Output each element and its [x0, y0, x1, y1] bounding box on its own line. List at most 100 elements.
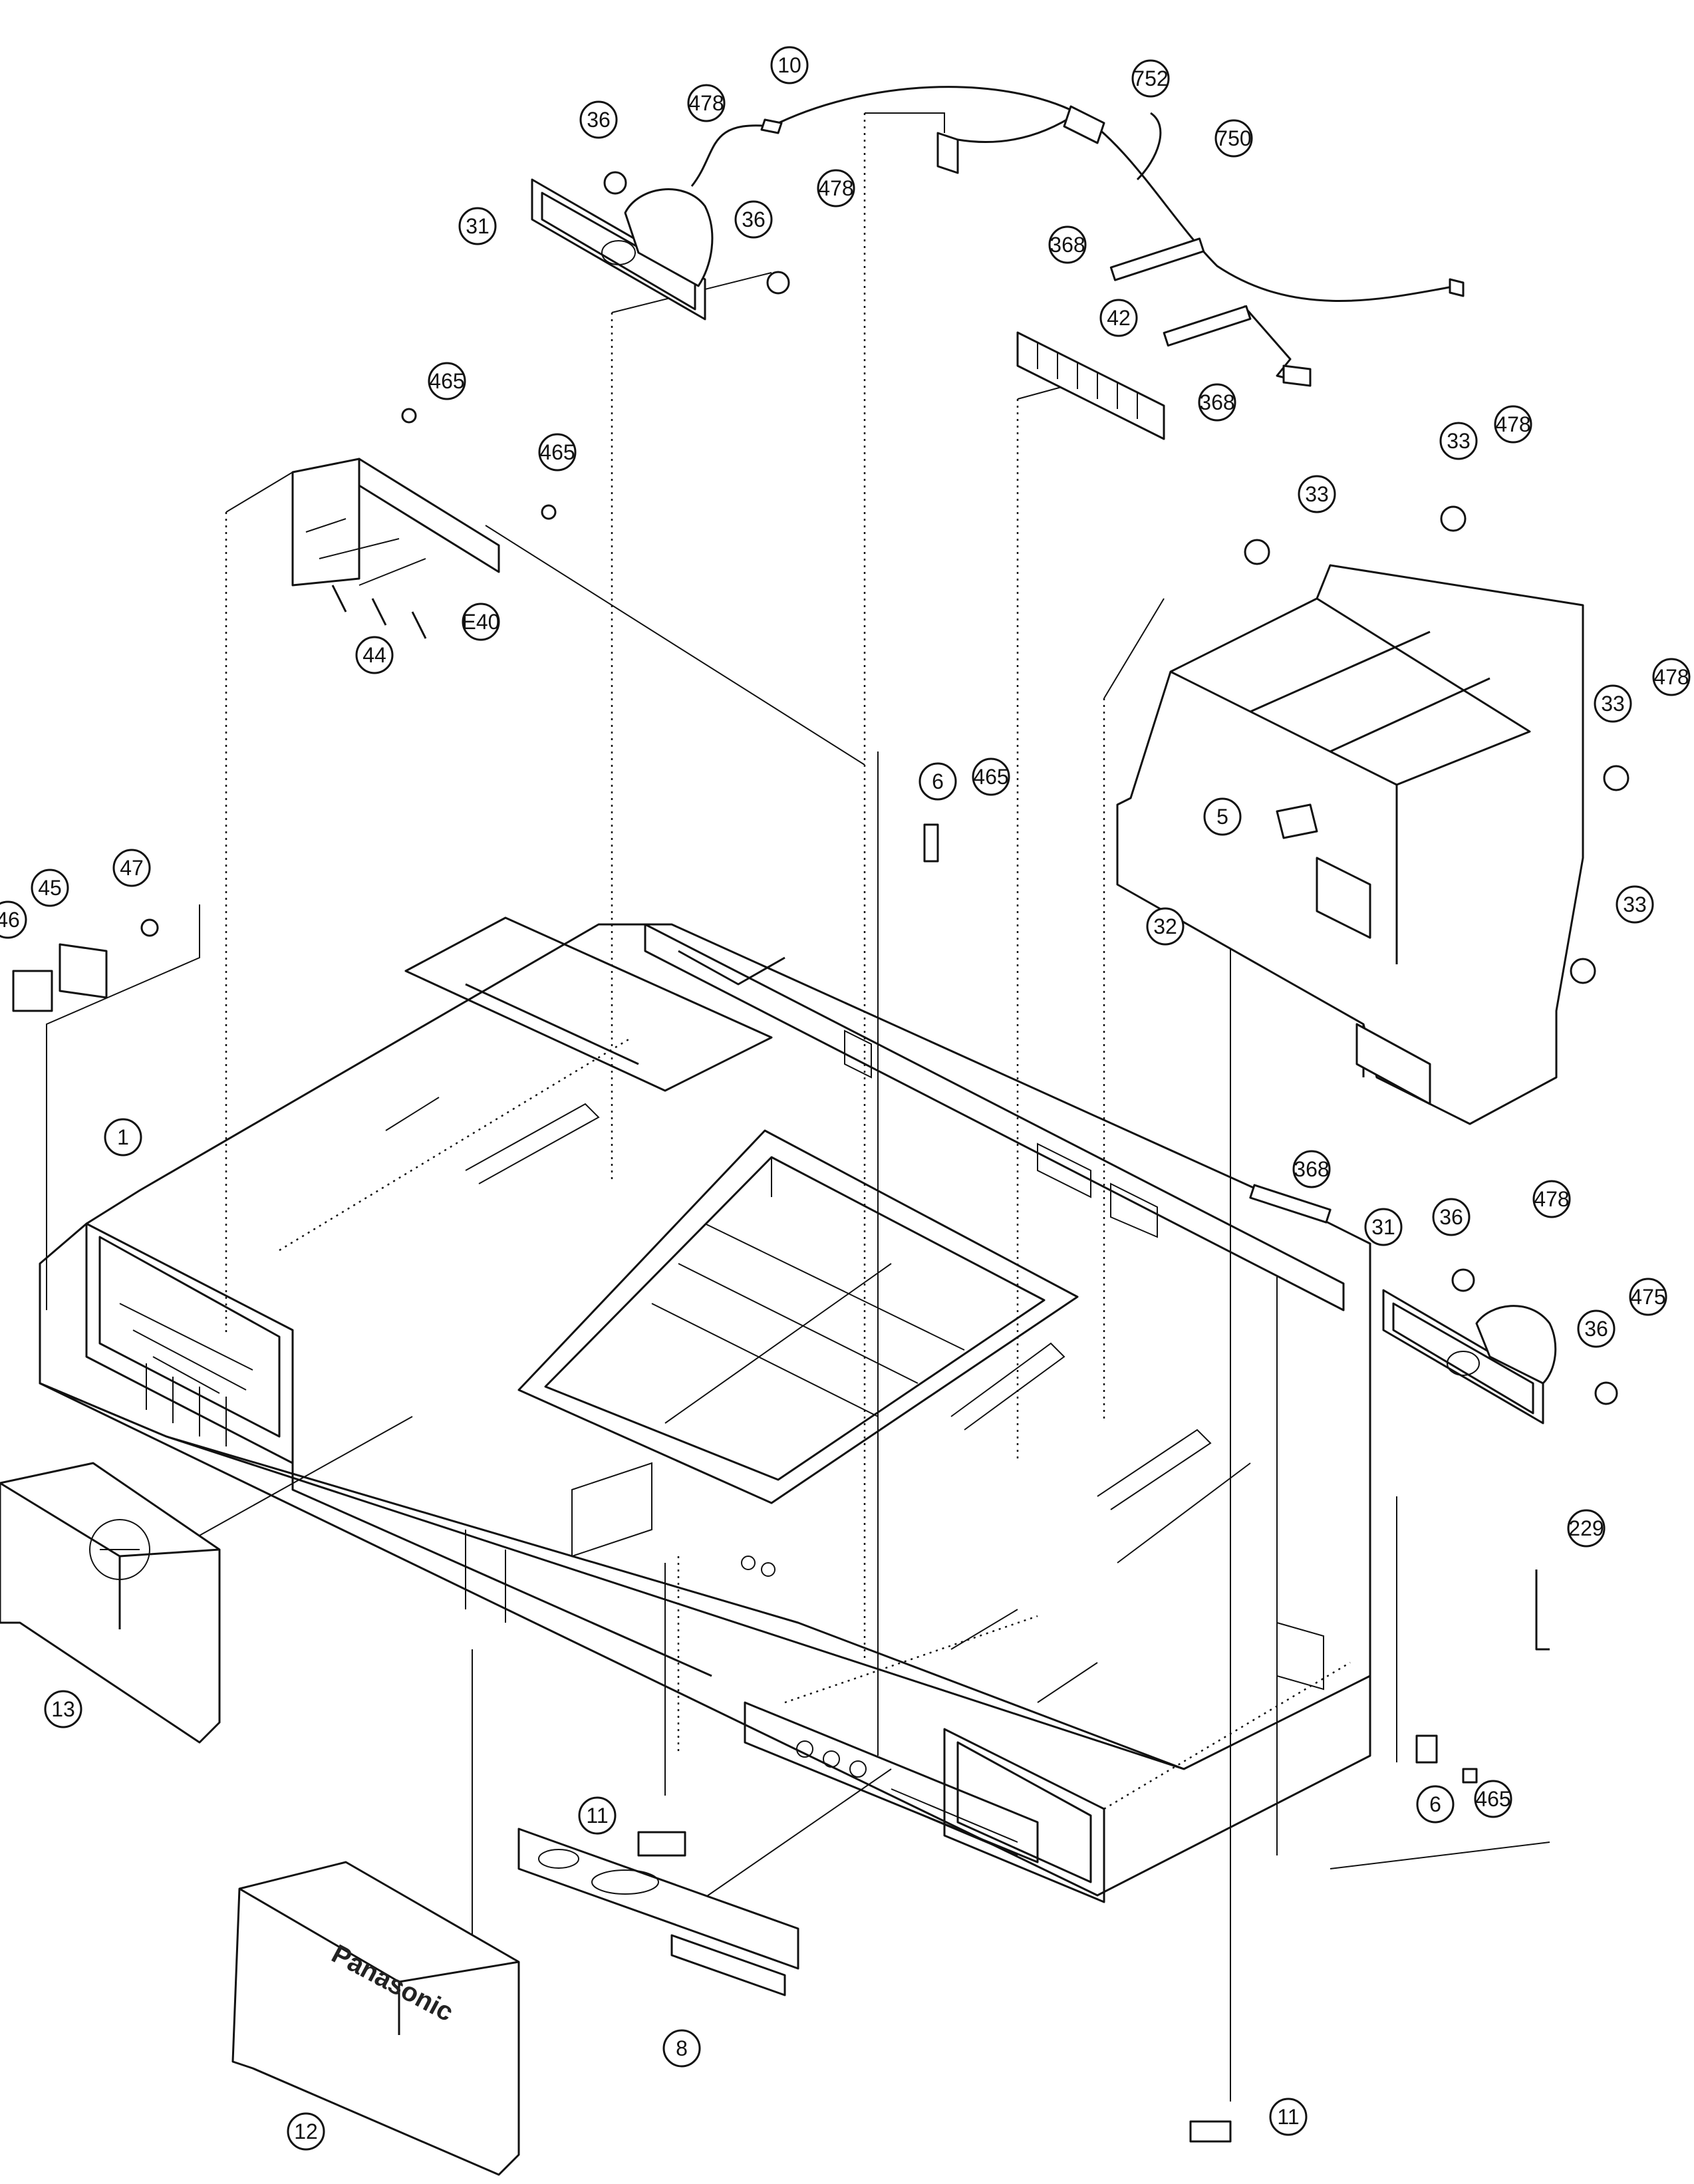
crt-holder-32: [1116, 505, 1629, 1125]
svg-text:478: 478: [1653, 665, 1689, 689]
svg-text:752: 752: [1133, 67, 1168, 90]
svg-text:465: 465: [429, 369, 464, 393]
callout-465-b: 465: [538, 433, 577, 472]
projection-lines: [225, 113, 1351, 1810]
svg-text:31: 31: [1371, 1215, 1395, 1239]
svg-text:478: 478: [1534, 1187, 1569, 1211]
callout-32: 32: [1146, 907, 1185, 946]
svg-text:8: 8: [676, 2036, 688, 2060]
tape-368-a: [1109, 237, 1205, 281]
svg-text:478: 478: [1495, 412, 1530, 436]
callout-465-a: 465: [428, 362, 466, 400]
callout-33-d: 33: [1616, 885, 1654, 924]
front-strip-8: [517, 1828, 799, 1996]
svg-text:6: 6: [1429, 1792, 1441, 1816]
callout-33-a: 33: [1439, 422, 1478, 460]
callout-44: 44: [355, 636, 394, 674]
speaker-right: [1382, 1268, 1618, 1425]
callout-42: 42: [1099, 299, 1138, 337]
callout-47: 47: [112, 849, 151, 887]
svg-text:36: 36: [1439, 1205, 1463, 1229]
svg-text:32: 32: [1153, 914, 1177, 938]
callout-11-b: 11: [1269, 2098, 1308, 2136]
svg-text:11: 11: [586, 1804, 608, 1828]
callout-8: 8: [662, 2029, 701, 2068]
callout-478-b: 478: [817, 169, 855, 207]
svg-text:42: 42: [1107, 306, 1131, 330]
callout-36-a: 36: [579, 100, 618, 139]
tape-368-b: [1163, 305, 1252, 347]
callout-E40: E40: [462, 603, 500, 641]
callout-478-c: 478: [1494, 405, 1532, 444]
callout-368-b: 368: [1198, 383, 1236, 422]
bracket-44: [291, 408, 557, 639]
main-cabinet: [39, 916, 1371, 1903]
callout-478-e: 478: [1532, 1180, 1571, 1218]
cover-12: Panasonic: [231, 1861, 520, 2176]
callout-33-b: 33: [1298, 475, 1336, 513]
svg-text:31: 31: [466, 214, 490, 238]
svg-text:5: 5: [1216, 805, 1228, 829]
svg-text:368: 368: [1199, 390, 1234, 414]
svg-text:750: 750: [1216, 126, 1251, 150]
wire-harness: [690, 86, 1465, 387]
svg-text:10: 10: [777, 53, 801, 77]
callout-368-c: 368: [1292, 1150, 1331, 1188]
callout-45: 45: [31, 869, 69, 907]
callout-11-a: 11: [578, 1796, 617, 1835]
callout-6-a: 6: [918, 762, 957, 801]
tape-368-c: [1249, 1184, 1332, 1224]
svg-text:478: 478: [818, 176, 853, 200]
svg-text:465: 465: [1475, 1787, 1510, 1811]
svg-text:33: 33: [1447, 429, 1471, 453]
svg-text:36: 36: [742, 207, 766, 231]
svg-text:1: 1: [117, 1125, 129, 1149]
callout-1: 1: [104, 1118, 142, 1157]
small-parts: [12, 803, 1550, 2143]
svg-text:368: 368: [1050, 233, 1085, 257]
svg-text:13: 13: [51, 1697, 75, 1721]
callout-465-d: 465: [1474, 1780, 1512, 1818]
callout-478-a: 478: [687, 84, 726, 122]
svg-text:229: 229: [1568, 1516, 1604, 1540]
svg-text:465: 465: [973, 765, 1008, 789]
callout-36-b: 36: [734, 200, 773, 239]
svg-text:44: 44: [362, 643, 386, 667]
svg-text:368: 368: [1294, 1157, 1329, 1181]
svg-text:E40: E40: [462, 610, 500, 634]
svg-text:36: 36: [1584, 1317, 1608, 1341]
callout-31-a: 31: [458, 207, 497, 245]
callout-465-c: 465: [972, 757, 1010, 796]
jack-panel-42: [1016, 331, 1165, 440]
callout-13: 13: [44, 1690, 82, 1728]
callout-368-a: 368: [1048, 225, 1087, 264]
callout-5: 5: [1203, 797, 1242, 836]
callout-36-d: 36: [1577, 1309, 1616, 1348]
callout-36-c: 36: [1432, 1198, 1471, 1236]
callout-229: 229: [1567, 1509, 1606, 1548]
callout-12: 12: [287, 2112, 325, 2151]
callout-46: 46: [0, 900, 27, 939]
callout-6-b: 6: [1416, 1785, 1455, 1824]
callout-475: 475: [1629, 1278, 1667, 1316]
cover-13: [0, 1462, 221, 1744]
svg-text:475: 475: [1630, 1285, 1665, 1309]
svg-text:47: 47: [120, 856, 144, 880]
callout-33-c: 33: [1594, 684, 1632, 723]
svg-text:33: 33: [1305, 482, 1329, 506]
svg-text:33: 33: [1601, 692, 1625, 716]
callout-478-d: 478: [1652, 658, 1691, 696]
callout-750: 750: [1214, 119, 1253, 158]
callout-10: 10: [770, 46, 809, 84]
callout-752: 752: [1131, 59, 1170, 98]
svg-text:11: 11: [1277, 2105, 1299, 2129]
svg-text:465: 465: [539, 440, 575, 464]
svg-text:33: 33: [1623, 892, 1647, 916]
svg-text:6: 6: [932, 769, 944, 793]
svg-text:45: 45: [38, 876, 62, 900]
svg-text:478: 478: [688, 91, 724, 115]
callout-31-b: 31: [1364, 1208, 1403, 1246]
svg-text:36: 36: [587, 108, 611, 132]
svg-text:46: 46: [0, 908, 20, 932]
